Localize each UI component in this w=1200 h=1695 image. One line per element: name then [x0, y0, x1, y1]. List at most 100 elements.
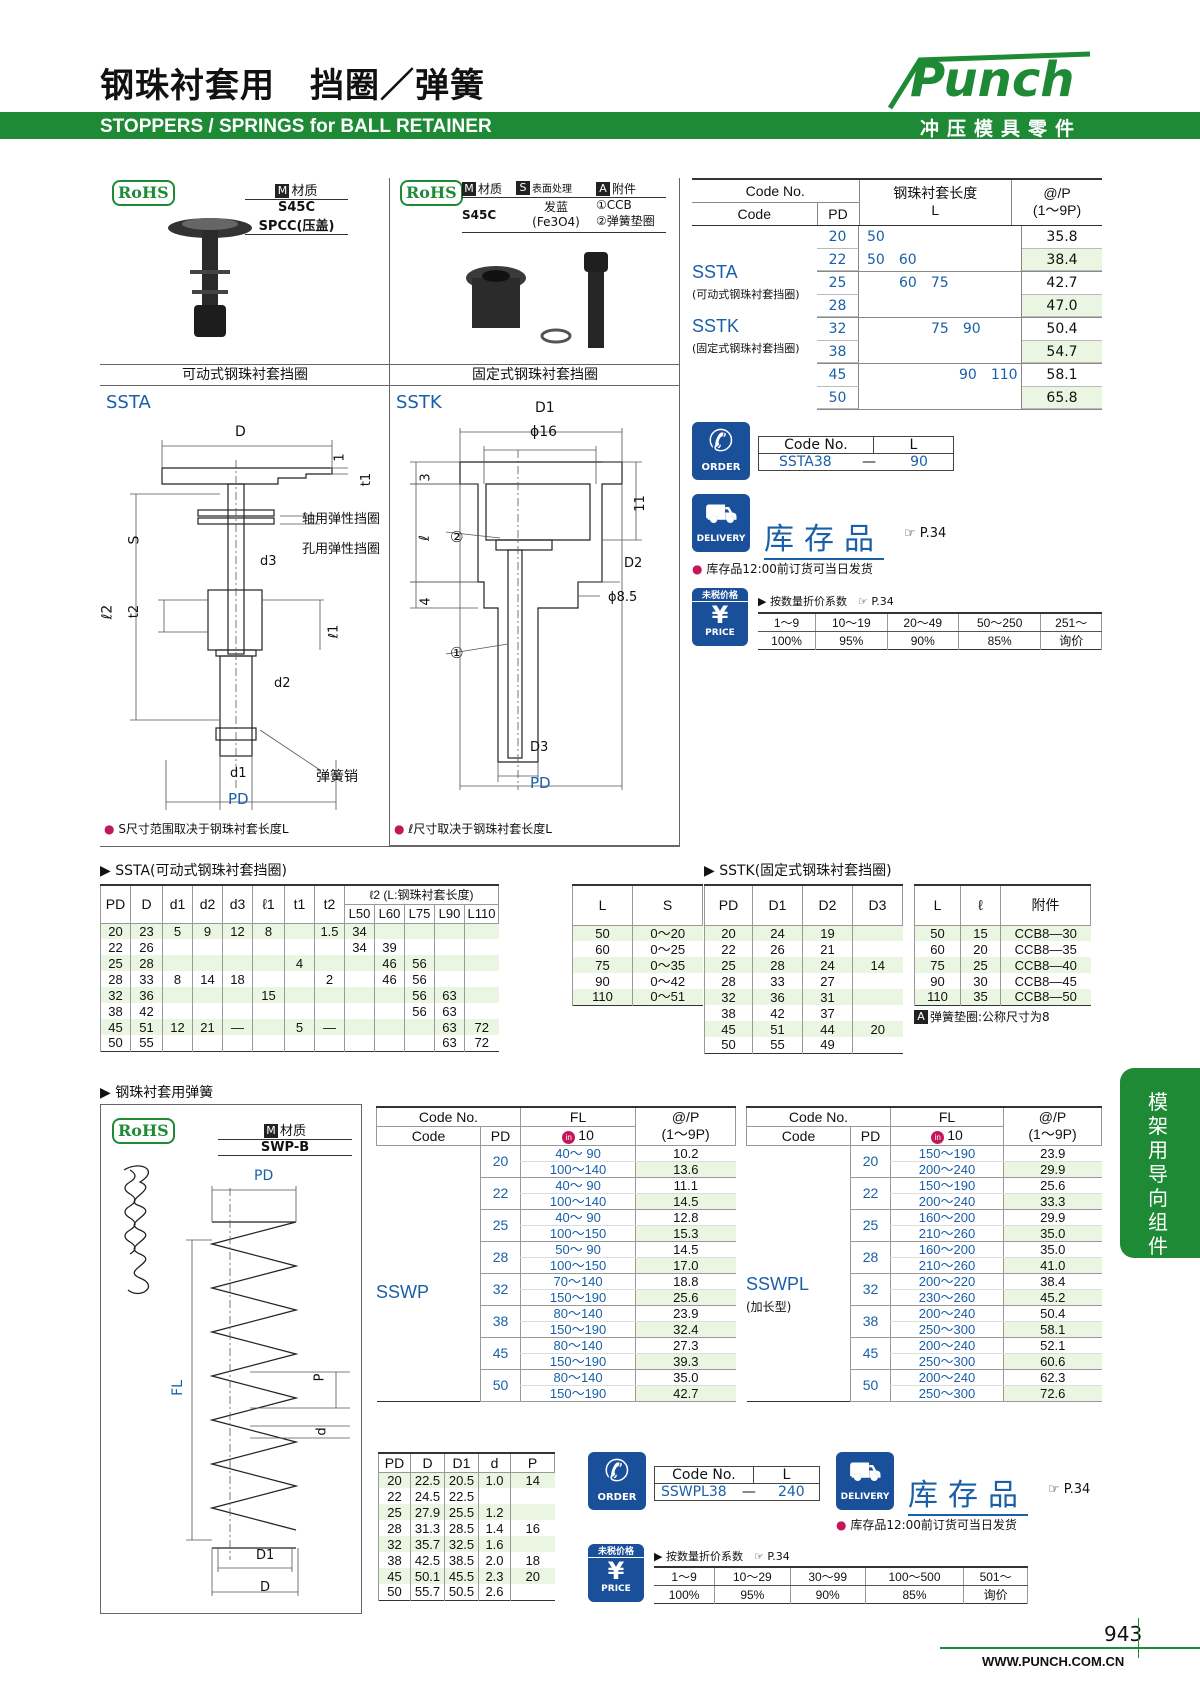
table-cell: 44 [802, 1021, 853, 1037]
col-fl: FL [890, 1106, 1004, 1127]
fl-cell: 200～240 [890, 1305, 1004, 1322]
side-tab[interactable] [1120, 1068, 1200, 1258]
price-cell: 25.6 [1003, 1177, 1102, 1194]
fl-cell: 40～ 90 [519, 1209, 636, 1226]
qty-cell: 20～49 [887, 613, 960, 632]
col-L: L [931, 202, 940, 219]
col-pd: PD [817, 202, 860, 226]
rohs-badge-spring: RoHS [112, 1118, 175, 1144]
delivery2-ref: ☞ P.34 [1048, 1482, 1091, 1497]
sstk-box [390, 178, 680, 846]
fl-cell: 80～140 [519, 1305, 636, 1322]
pd-cell: 38 [850, 1305, 891, 1338]
fl-cell: 250～300 [890, 1321, 1004, 1338]
fl-cell: 150～190 [519, 1353, 636, 1370]
qty-cell: 100～500 [865, 1567, 965, 1586]
qty-cell: 30～99 [790, 1567, 866, 1586]
table-cell [162, 1003, 193, 1019]
table-cell: 2 [314, 971, 345, 987]
col-header: d [478, 1452, 511, 1473]
code-row-price: 47.0 [1022, 295, 1102, 317]
table-cell [314, 939, 345, 955]
delivery1-stock: 库存品 [764, 514, 884, 560]
table-cell: 4 [284, 955, 315, 971]
table-cell: 42 [752, 1005, 803, 1021]
pd-cell: 22 [850, 1177, 891, 1210]
sstk-note-text: ℓ尺寸取决于钢珠衬套长度L [408, 822, 552, 836]
table-cell: 50 [100, 1035, 131, 1051]
table-cell: 14 [192, 971, 223, 987]
price-cell: 72.6 [1003, 1385, 1102, 1402]
col-header: L [914, 884, 961, 926]
table-cell: 63 [434, 1019, 465, 1035]
ssta-dim-t1: t1 [359, 472, 375, 487]
fl-cell: 160～200 [890, 1241, 1004, 1258]
sstk-dim-4: 4 [418, 597, 434, 606]
code-row-price: 65.8 [1022, 387, 1102, 409]
table-cell [852, 925, 903, 941]
price-cell: 14.5 [635, 1241, 736, 1258]
table-cell [464, 955, 499, 971]
fl-cell: 210～260 [890, 1257, 1004, 1274]
table-cell [344, 971, 375, 987]
fl-cell: 150～190 [519, 1385, 636, 1402]
fl-cell: 100～140 [519, 1193, 636, 1210]
ssta-dim-l1: ℓ1 [326, 624, 342, 639]
table-cell: 21 [192, 1019, 223, 1035]
qty-cell: 1～9 [758, 613, 817, 632]
col-header-L: L90 [434, 903, 465, 924]
table-cell: 15 [960, 925, 1001, 941]
price-cell: 33.3 [1003, 1193, 1102, 1210]
code-row-price: 42.7 [1022, 272, 1102, 295]
ssta-dim-D: D [235, 424, 246, 440]
rate-cell: 95% [714, 1585, 791, 1604]
table-cell [434, 955, 465, 971]
table-cell: 1.0 [478, 1472, 511, 1488]
rohs-badge-sstk: RoHS [400, 180, 463, 206]
table-cell [222, 955, 253, 971]
ssta-label-hole-ring: 孔用弹性挡圈 [302, 542, 381, 557]
col-code: Code [376, 1125, 481, 1146]
table-cell: — [222, 1019, 253, 1035]
table-cell [284, 1035, 315, 1051]
table-cell [478, 1488, 511, 1504]
price-cell: 18.8 [635, 1273, 736, 1290]
rate-cell: 100% [758, 631, 817, 650]
table-cell: 33 [752, 973, 803, 989]
fl-cell: 150～190 [890, 1145, 1004, 1162]
order-example-1: Code No.L SSTA38—90 [758, 436, 954, 471]
table-cell [192, 939, 223, 955]
table-cell: 25.5 [444, 1504, 479, 1520]
fl-cell: 150～190 [890, 1177, 1004, 1194]
code-row-price: 38.4 [1022, 249, 1102, 271]
rate-cell: 90% [790, 1585, 866, 1604]
table-cell: 28.5 [444, 1520, 479, 1536]
table-cell: 60 [914, 941, 961, 957]
table-cell [284, 939, 315, 955]
col-header: d1 [162, 884, 193, 924]
col-code: Code [692, 202, 818, 226]
table-cell: 110 [914, 989, 961, 1005]
table-cell: — [314, 1019, 345, 1035]
table-cell: 21 [802, 941, 853, 957]
table-cell: 55 [130, 1035, 163, 1051]
table-cell: 50 [572, 925, 633, 941]
side-tab-label: 模架用导向组件 [1148, 1090, 1168, 1258]
table-cell: 46 [374, 971, 405, 987]
table-cell [314, 1003, 345, 1019]
table-cell: 90 [914, 973, 961, 989]
table-cell [284, 971, 315, 987]
ssta-code-label: SSTA [106, 392, 151, 413]
spring-coil [209, 1221, 299, 1549]
table-cell: CCB8—35 [1000, 941, 1091, 957]
price-cell: 45.2 [1003, 1289, 1102, 1306]
